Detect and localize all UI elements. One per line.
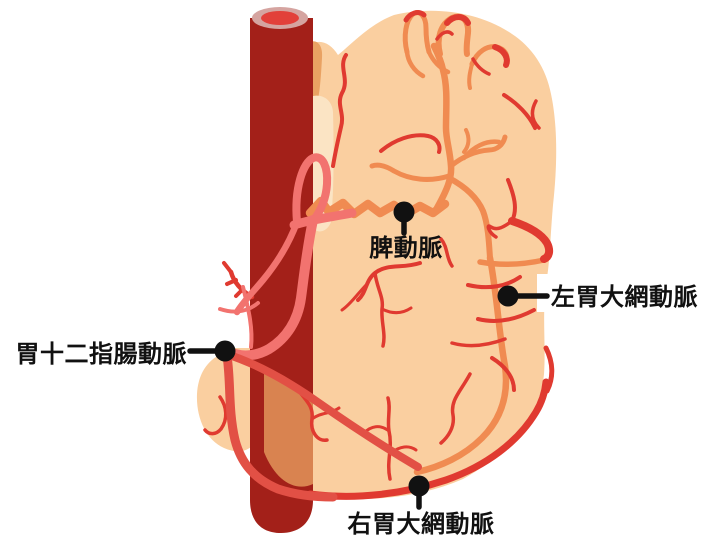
label-background-box	[537, 274, 705, 312]
pink-arteries	[218, 153, 357, 361]
leader-dot	[393, 201, 415, 223]
aorta-lumen	[261, 11, 299, 25]
leader-dot	[214, 340, 236, 362]
left-gastroepiploic-vessel	[413, 254, 510, 476]
stomach-over-aorta-region	[264, 368, 313, 487]
leader-dot	[408, 475, 430, 497]
right-gastroepiploic-vessel	[306, 378, 550, 500]
gastroepiploic-trunks	[222, 350, 422, 502]
labels: 脾動脈 左胃大網動脈 胃十二指腸動脈 右胃大網動脈	[16, 201, 705, 538]
leader-dot	[497, 285, 519, 307]
label-left-gastroepiploic-artery: 左胃大網動脈	[551, 283, 698, 311]
label-gastroduodenal-artery: 胃十二指腸動脈	[16, 340, 188, 368]
label-splenic-artery: 脾動脈	[369, 234, 443, 262]
red-arteries	[203, 10, 555, 500]
gastroduodenal-vessel	[233, 218, 301, 316]
label-right-gastroepiploic-artery: 右胃大網動脈	[348, 510, 495, 538]
splenic-artery-vessel	[305, 196, 450, 219]
